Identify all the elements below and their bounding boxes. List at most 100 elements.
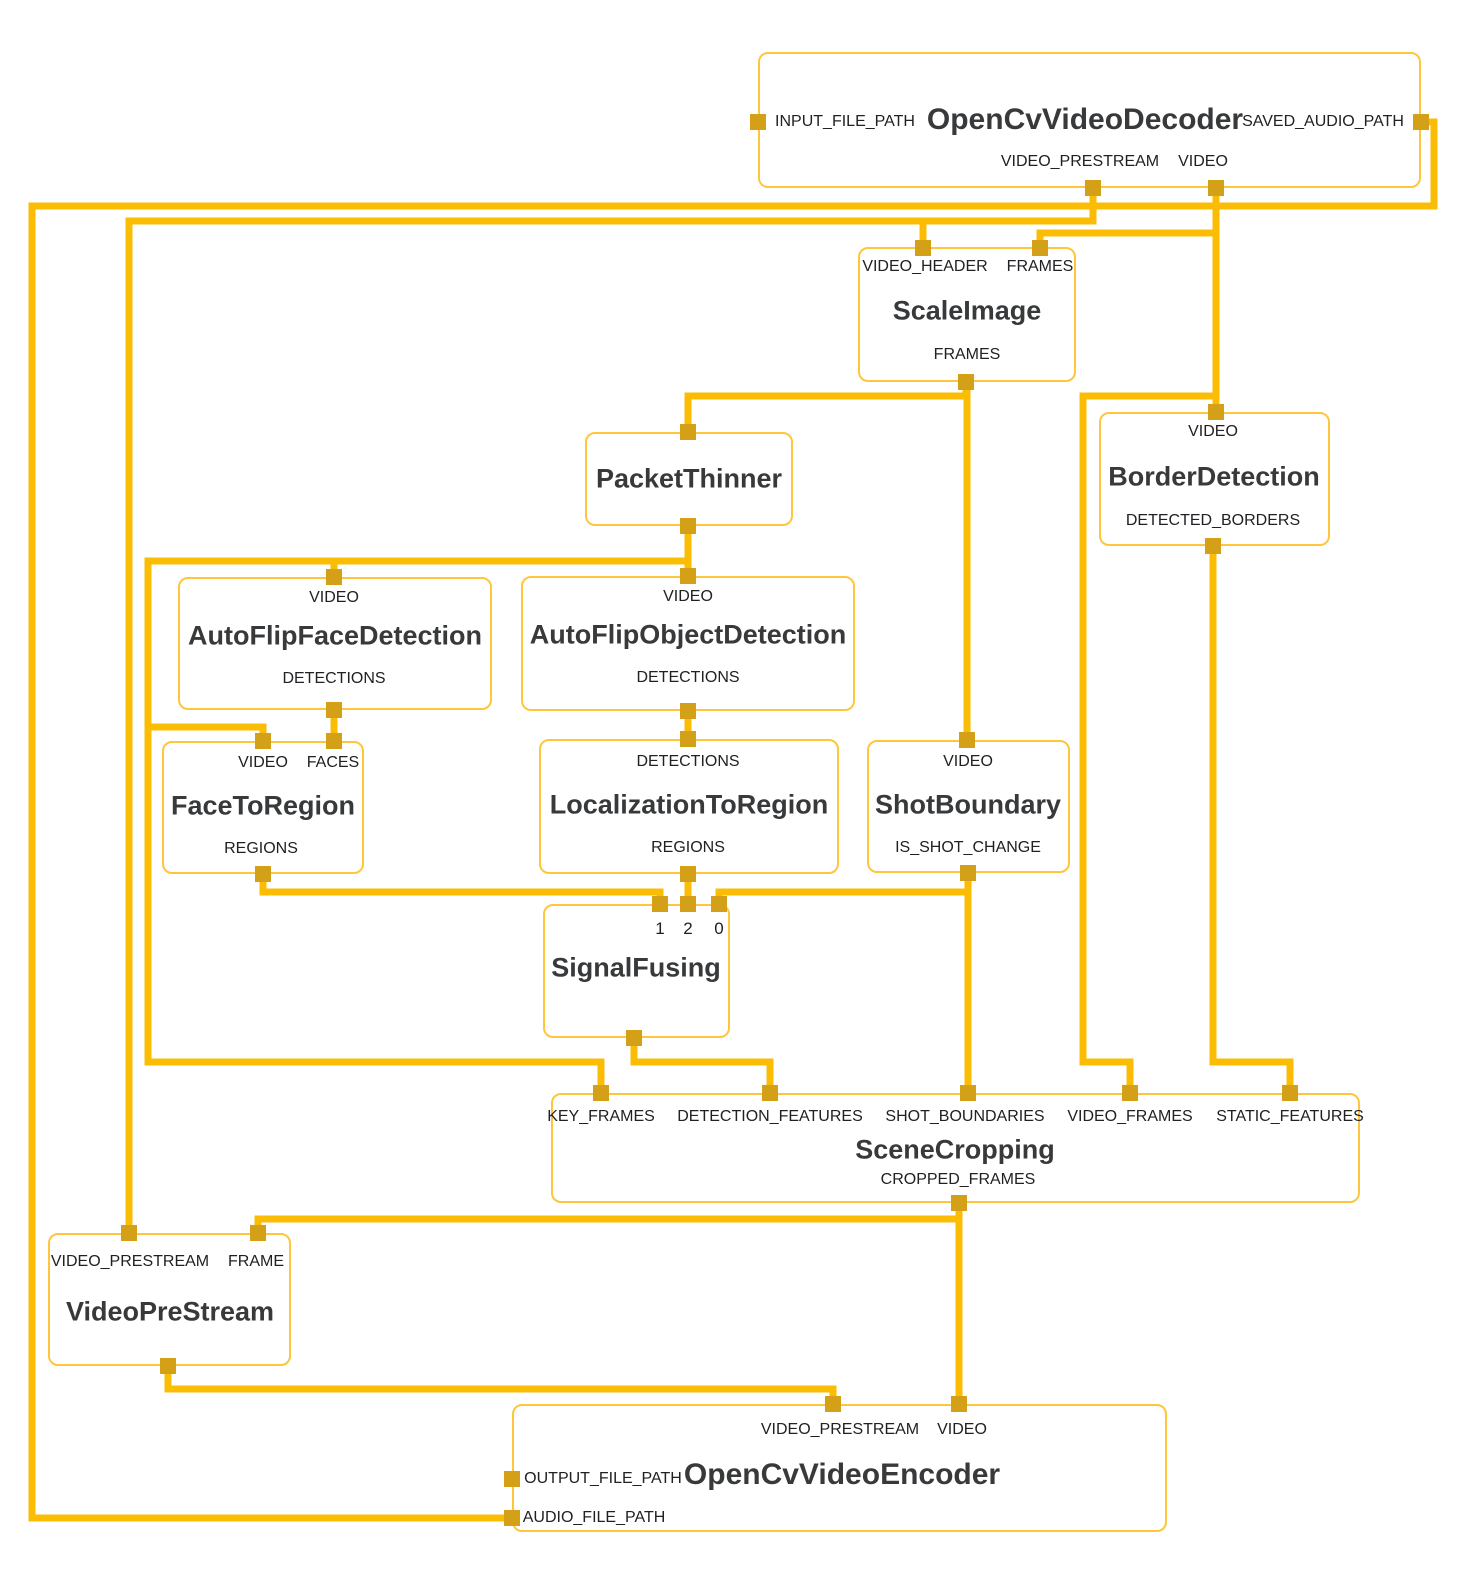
port-packetthinner-out[interactable] (680, 518, 696, 534)
port-decoder-video[interactable] (1208, 180, 1224, 196)
edge-croppedframes-to-videoprestream-frame (254, 1215, 959, 1233)
packetthinner-title: PacketThinner (595, 463, 783, 494)
edge-scaleimage-to-packetthinner (684, 382, 970, 432)
port-decoder-saved-audio-path[interactable] (1413, 114, 1429, 130)
scenecropping-detection-features-label: DETECTION_FEATURES (677, 1108, 863, 1125)
objectdetection-video-label: VIDEO (663, 588, 713, 605)
encoder-title: OpenCvVideoEncoder (683, 1458, 1001, 1491)
scenecropping-shot-boundaries-label: SHOT_BOUNDARIES (885, 1108, 1045, 1125)
encoder-video-prestream-label: VIDEO_PRESTREAM (760, 1421, 920, 1438)
localizationtoregion-title: LocalizationToRegion (549, 789, 829, 820)
port-facedetection-detections[interactable] (326, 702, 342, 718)
port-scenecropping-key-frames[interactable] (593, 1085, 609, 1101)
port-encoder-output-file-path[interactable] (504, 1471, 520, 1487)
borderdetection-detected-borders-label: DETECTED_BORDERS (1125, 512, 1301, 529)
videoprestream-title: VideoPreStream (65, 1296, 275, 1327)
encoder-output-file-path-label: OUTPUT_FILE_PATH (524, 1470, 682, 1487)
port-scenecropping-detection-features[interactable] (762, 1085, 778, 1101)
port-scaleimage-video-header[interactable] (915, 240, 931, 256)
port-videoprestream-video-prestream[interactable] (121, 1225, 137, 1241)
localizationtoregion-regions-label: REGIONS (651, 839, 725, 856)
scenecropping-title: SceneCropping (855, 1134, 1055, 1165)
port-facetoregion-video[interactable] (255, 733, 271, 749)
port-facetoregion-regions[interactable] (255, 866, 271, 882)
facedetection-video-label: VIDEO (309, 589, 359, 606)
node-signal-fusing[interactable] (543, 904, 730, 1038)
encoder-video-label: VIDEO (937, 1421, 987, 1438)
node-scale-image[interactable] (858, 247, 1076, 382)
edge-packetthinner-to-facetoregion-video (148, 723, 267, 741)
shotboundary-video-label: VIDEO (943, 753, 993, 770)
signalfusing-port0-label: 0 (714, 919, 724, 938)
port-encoder-video-prestream[interactable] (825, 1396, 841, 1412)
port-shotboundary-video[interactable] (959, 732, 975, 748)
facedetection-detections-label: DETECTIONS (282, 670, 386, 687)
decoder-saved-audio-path-label: SAVED_AUDIO_PATH (1242, 113, 1404, 130)
signalfusing-port2-label: 2 (683, 919, 693, 938)
port-localizationtoregion-regions[interactable] (680, 866, 696, 882)
port-decoder-input-file-path[interactable] (750, 114, 766, 130)
facetoregion-regions-label: REGIONS (224, 840, 298, 857)
edge-video-to-scaleimage-frames (1036, 188, 1220, 248)
node-border-detection[interactable] (1099, 412, 1330, 546)
borderdetection-title: BorderDetection (1108, 461, 1320, 492)
edge-signalfusing-to-scenecropping-detectionfeatures (630, 1038, 774, 1093)
port-objectdetection-video[interactable] (680, 568, 696, 584)
facedetection-title: AutoFlipFaceDetection (187, 620, 483, 651)
scenecropping-key-frames-label: KEY_FRAMES (547, 1108, 655, 1125)
facetoregion-video-label: VIDEO (238, 754, 288, 771)
port-borderdetection-video[interactable] (1208, 404, 1224, 420)
facetoregion-faces-label: FACES (306, 754, 360, 771)
port-scenecropping-static-features[interactable] (1282, 1085, 1298, 1101)
port-scenecropping-video-frames[interactable] (1122, 1085, 1138, 1101)
node-opencv-video-decoder[interactable] (758, 52, 1421, 188)
scaleimage-frames-in-label: FRAMES (1006, 258, 1074, 275)
port-decoder-video-prestream[interactable] (1085, 180, 1101, 196)
localizationtoregion-detections-label: DETECTIONS (636, 753, 740, 770)
port-signalfusing-1[interactable] (652, 896, 668, 912)
port-facedetection-video[interactable] (326, 569, 342, 585)
port-scenecropping-cropped-frames[interactable] (951, 1195, 967, 1211)
scenecropping-cropped-frames-label: CROPPED_FRAMES (880, 1171, 1036, 1188)
signalfusing-port1-label: 1 (655, 919, 665, 938)
decoder-video-label: VIDEO (1178, 153, 1228, 170)
port-videoprestream-out[interactable] (160, 1358, 176, 1374)
port-facetoregion-faces[interactable] (326, 733, 342, 749)
node-opencv-video-encoder[interactable] (512, 1404, 1167, 1532)
borderdetection-video-label: VIDEO (1188, 423, 1238, 440)
shotboundary-title: ShotBoundary (875, 789, 1061, 820)
port-encoder-video[interactable] (951, 1396, 967, 1412)
port-signalfusing-out[interactable] (626, 1030, 642, 1046)
scenecropping-video-frames-label: VIDEO_FRAMES (1067, 1108, 1193, 1125)
objectdetection-title: AutoFlipObjectDetection (529, 619, 847, 650)
port-scenecropping-shot-boundaries[interactable] (960, 1085, 976, 1101)
port-scaleimage-frames-in[interactable] (1032, 240, 1048, 256)
signalfusing-title: SignalFusing (551, 952, 721, 983)
edge-facetoregion-to-signalfusing-1 (259, 874, 664, 904)
decoder-input-file-path-label: INPUT_FILE_PATH (775, 113, 915, 130)
port-borderdetection-detected-borders[interactable] (1205, 538, 1221, 554)
port-objectdetection-detections[interactable] (680, 703, 696, 719)
scenecropping-static-features-label: STATIC_FEATURES (1216, 1108, 1364, 1125)
port-packetthinner-in[interactable] (680, 424, 696, 440)
port-signalfusing-2[interactable] (680, 896, 696, 912)
port-localizationtoregion-detections[interactable] (680, 731, 696, 747)
port-scaleimage-frames-out[interactable] (958, 374, 974, 390)
port-encoder-audio-file-path[interactable] (504, 1510, 520, 1526)
edge-videoprestream-to-encoder-prestream (164, 1366, 837, 1404)
edge-borderdetection-to-scenecropping-staticfeatures (1209, 546, 1294, 1093)
node-shot-boundary[interactable] (867, 740, 1070, 873)
encoder-audio-file-path-label: AUDIO_FILE_PATH (522, 1509, 666, 1526)
port-signalfusing-0[interactable] (711, 896, 727, 912)
scaleimage-video-header-label: VIDEO_HEADER (862, 258, 988, 275)
port-shotboundary-is-shot-change[interactable] (960, 865, 976, 881)
shotboundary-is-shot-change-label: IS_SHOT_CHANGE (895, 839, 1041, 856)
videoprestream-frame-label: FRAME (228, 1253, 284, 1270)
facetoregion-title: FaceToRegion (170, 790, 356, 821)
scaleimage-frames-out-label: FRAMES (933, 346, 1001, 363)
objectdetection-detections-label: DETECTIONS (636, 669, 740, 686)
node-autoflip-face-detection[interactable] (178, 577, 492, 710)
node-autoflip-object-detection[interactable] (521, 576, 855, 711)
port-videoprestream-frame[interactable] (250, 1225, 266, 1241)
